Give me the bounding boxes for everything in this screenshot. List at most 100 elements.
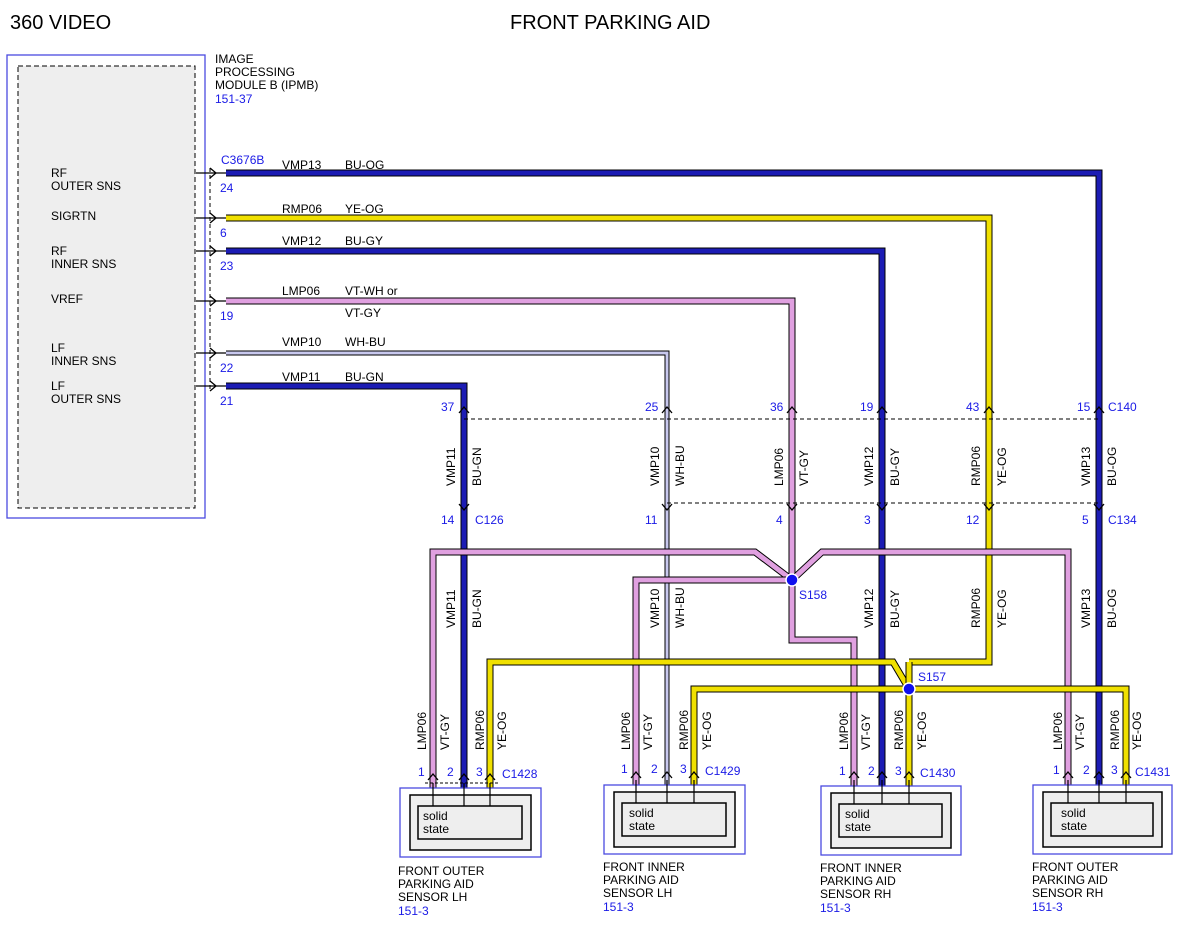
pin-label-rf-inner-1: RF (51, 244, 67, 258)
connector-c126-c134: 14 C126 11 4 3 12 5 C134 (441, 503, 1137, 527)
wire-rmp06-top (226, 214, 993, 666)
wire-label-color: YE-OG (995, 447, 1009, 486)
wire-label-circuit: VMP11 (282, 370, 321, 384)
pin-label-vref: VREF (51, 292, 83, 306)
pin-number: 2 (651, 762, 658, 776)
pin-number-6: 6 (220, 226, 227, 240)
pin-number: 1 (621, 762, 628, 776)
wire-label-color: YE-OG (700, 711, 714, 750)
wire-label-circuit: RMP06 (473, 710, 487, 750)
wire-label-circuit: VMP10 (648, 446, 662, 486)
sensor-name-line-2: PARKING AID (398, 877, 474, 891)
pin-number: 2 (447, 765, 454, 779)
sensor-name-line-2: PARKING AID (603, 873, 679, 887)
module-name-line-3: MODULE B (IPMB) (215, 78, 318, 92)
wire-label-circuit: VMP13 (282, 158, 322, 172)
wire-label-color: BU-GN (470, 447, 484, 486)
pin-number: 25 (645, 400, 659, 414)
pin-label-sigrtn: SIGRTN (51, 209, 96, 223)
wire-lmp06-top (226, 297, 796, 580)
wire-label-circuit: VMP12 (862, 446, 876, 486)
pin-number: 1 (418, 765, 425, 779)
sensor-connector-label: C1430 (920, 766, 956, 780)
wire-label-color: VT-WH or (345, 284, 398, 298)
pin-number: 1 (1053, 763, 1060, 777)
pin-number: 3 (864, 513, 871, 527)
wire-label-color: YE-OG (495, 711, 509, 750)
pin-number: 12 (966, 513, 980, 527)
wire-label-circuit: RMP06 (282, 202, 322, 216)
module-name-line-1: IMAGE (215, 52, 254, 66)
wire-label-circuit: VMP12 (862, 588, 876, 628)
sensor-ref: 151-3 (820, 901, 851, 915)
wire-label-circuit: RMP06 (969, 446, 983, 486)
sensor-name-line-2: PARKING AID (820, 874, 896, 888)
wire-label-circuit: VMP10 (648, 588, 662, 628)
solid-state-label-1: solid (845, 807, 870, 821)
pin-number: 43 (966, 400, 980, 414)
wire-label-color: WH-BU (345, 335, 386, 349)
sensor-ref: 151-3 (1032, 900, 1063, 914)
page-title: FRONT PARKING AID (510, 12, 710, 34)
pin-number-23: 23 (220, 259, 234, 273)
pin-number: 3 (895, 764, 902, 778)
pin-label-lf-outer-2: OUTER SNS (51, 392, 121, 406)
sensor-connector-label: C1428 (502, 767, 538, 781)
wire-vmp13 (226, 169, 1103, 800)
module-name-line-2: PROCESSING (215, 65, 295, 79)
pin-number-24: 24 (220, 181, 234, 195)
solid-state-label-2: state (845, 820, 871, 834)
sensor-front-inner-rh: 1 2 3 C1430 solid state FRONT INNER PARK… (820, 764, 962, 915)
pin-number: 5 (1082, 513, 1089, 527)
pin-number: 19 (860, 400, 874, 414)
wire-label-circuit: VMP13 (1079, 446, 1093, 486)
wire-label-color: BU-OG (345, 158, 384, 172)
wire-label-circuit: LMP06 (772, 448, 786, 486)
wire-label-color: WH-BU (673, 587, 687, 628)
wire-label-color: BU-GN (470, 589, 484, 628)
wire-label-circuit: LMP06 (282, 284, 320, 298)
sensor-name-line-1: FRONT INNER (603, 860, 685, 874)
pin-number: 1 (839, 764, 846, 778)
wire-rmp06-branches (486, 658, 1130, 800)
wire-label-color: VT-GY (1073, 714, 1087, 750)
mid-wire-labels: VMP11 BU-GN VMP10 WH-BU LMP06 VT-GY VMP1… (444, 445, 1119, 486)
top-wire-labels: VMP13 BU-OG RMP06 YE-OG VMP12 BU-GY LMP0… (282, 158, 398, 384)
wire-label-color: BU-GY (888, 448, 902, 486)
sensor-ref: 151-3 (398, 904, 429, 918)
pin-label-lf-outer-1: LF (51, 379, 65, 393)
wire-label-color: BU-GY (888, 590, 902, 628)
solid-state-label-1: solid (1061, 806, 1086, 820)
wire-label-color: BU-OG (1105, 589, 1119, 628)
splice-s157-label: S157 (918, 670, 946, 684)
solid-state-label-2: state (423, 822, 449, 836)
solid-state-label-2: state (1061, 819, 1087, 833)
pin-number: 11 (645, 513, 658, 527)
connector-c134-label: C134 (1108, 513, 1137, 527)
wire-label-circuit: RMP06 (1108, 710, 1122, 750)
solid-state-label-1: solid (629, 806, 654, 820)
wire-vmp10 (226, 350, 670, 800)
page-title-left: 360 VIDEO (10, 12, 111, 34)
pin-number: 2 (868, 764, 875, 778)
wire-label-circuit: VMP11 (444, 447, 458, 486)
sensor-wire-labels: LMP06 VT-GY RMP06 YE-OG LMP06 VT-GY RMP0… (415, 710, 1144, 750)
sensor-name-line-3: SENSOR RH (1032, 886, 1103, 900)
splices: S158 S157 (785, 573, 946, 696)
wire-label-color: WH-BU (673, 445, 687, 486)
solid-state-label-2: state (629, 819, 655, 833)
pin-number: 36 (770, 400, 784, 414)
sensor-connector-label: C1431 (1135, 765, 1171, 779)
wire-label-circuit: RMP06 (892, 710, 906, 750)
splice-s157-dot (902, 682, 916, 696)
pin-label-lf-inner-1: LF (51, 341, 65, 355)
pin-number: 3 (1111, 763, 1118, 777)
wire-label-color: BU-GN (345, 370, 384, 384)
wire-label-circuit: LMP06 (837, 712, 851, 750)
wire-label-color: YE-OG (1130, 711, 1144, 750)
pin-number: 3 (680, 762, 687, 776)
sensor-name-line-3: SENSOR LH (398, 890, 467, 904)
splice-s158-dot (785, 573, 799, 587)
wire-label-circuit: LMP06 (415, 712, 429, 750)
pin-label-rf-outer-1: RF (51, 166, 67, 180)
